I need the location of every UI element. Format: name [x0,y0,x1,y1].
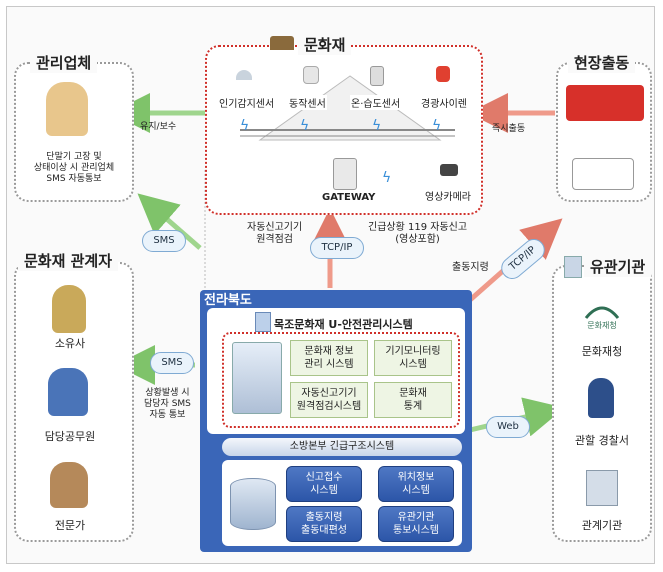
sms-cloud-2: SMS [150,352,194,374]
server-rack-icon [232,342,282,414]
module-3-line-1: 자동신고기기 [301,388,357,399]
fire-module-2: 위치정보 시스템 [378,466,454,502]
person-label-3: 전문가 [54,519,86,532]
expert-figure-icon [50,462,88,508]
module-box-4: 문화재 통계 [374,382,452,418]
fire-truck-icon [566,85,644,121]
database-icon [230,478,276,530]
agency-logo-icon [584,306,620,319]
official-figure-icon [48,368,88,416]
system-title: 목조문화재 U-안전관리시스템 [274,318,413,331]
management-company-title: 관리업체 [30,52,98,73]
person-label-2: 담당공무원 [44,430,96,443]
worker-figure-icon [46,82,88,136]
gateway-device-icon [333,158,357,190]
module-3-line-2: 원격점검시스템 [296,401,362,412]
note-line-1: 단말기 고장 및 [46,152,102,162]
fire-module-2-line-1: 위치정보 [397,472,435,483]
siren-icon [436,66,450,82]
module-2-line-2: 시스템 [399,359,427,370]
auto-report-line-1: 자동신고기기 [247,222,303,233]
tcpip-cloud-1: TCP/IP [310,237,364,259]
fire-module-3: 출동지령 출동대편성 [286,506,362,542]
sensor-label-1: 인기감지센서 [218,95,276,110]
camera-label: 영상카메라 [425,192,471,203]
module-box-3: 자동신고기기 원격점검시스템 [290,382,368,418]
fire-module-3-line-1: 출동지령 [305,512,343,523]
module-box-1: 문화재 정보 관리 시스템 [290,340,368,376]
module-box-2: 기기모니터링 시스템 [374,340,452,376]
emergency-line-2: (영상포함) [395,234,440,245]
stakeholders-title: 문화재 관계자 [18,250,119,271]
fire-module-1: 신고접수 시스템 [286,466,362,502]
sms-note: 상황발생 시 담당자 SMS 자동 통보 [144,388,191,421]
fire-module-2-line-2: 시스템 [402,485,430,496]
signal-icon: ϟ [300,118,310,134]
fire-module-1-line-2: 시스템 [310,485,338,496]
module-1-line-2: 관리 시스템 [304,359,354,370]
monk-figure-icon [52,285,86,333]
agency-logo-text: 문화재청 [587,321,617,330]
sensor-label-2: 동작센서 [288,95,327,110]
module-4-line-1: 문화재 [399,388,427,399]
police-figure-icon [588,378,614,418]
humidity-sensor-icon [370,66,384,86]
immediate-dispatch-label: 즉시출동 [492,124,526,134]
person-label-1: 소유사 [54,337,86,350]
building-icon [564,256,582,278]
office-building-icon [586,470,618,506]
server-icon [255,312,271,332]
agency-label-1: 문화재청 [581,345,623,358]
gateway-label: GATEWAY [322,192,376,203]
fire-module-3-line-2: 출동대편성 [301,525,347,536]
sms-cloud-1: SMS [142,230,186,252]
note-line-3: SMS 자동통보 [46,174,102,184]
heat-sensor-icon [236,70,252,80]
temple-icon [270,36,294,50]
module-1-line-1: 문화재 정보 [304,346,354,357]
signal-icon: ϟ [240,118,250,134]
signal-icon: ϟ [432,118,442,134]
fire-system-title: 소방본부 긴급구조시스템 [222,438,462,456]
auto-report-label: 자동신고기기 원격점검 [247,222,302,246]
emergency-label: 긴급상황 119 자동신고 (영상포함) [368,222,467,246]
management-note: 단말기 고장 및 상태이상 시 관리업체 SMS 자동통보 [14,152,134,185]
sensor-label-3: 온·습도센서 [350,95,402,110]
ambulance-icon [572,158,634,190]
agency-label-2: 관할 경찰서 [574,434,630,447]
fire-module-4-line-1: 유관기관 [397,512,435,523]
sms-note-line-3: 자동 통보 [149,410,186,420]
web-cloud: Web [486,416,530,438]
cultural-property-title: 문화재 [298,34,352,55]
dispatch-order-label: 출동지령 [452,262,489,273]
note-line-2: 상태이상 시 관리업체 [33,163,115,173]
auto-report-line-2: 원격점검 [256,234,293,245]
motion-sensor-icon [303,66,319,84]
field-dispatch-title: 현장출동 [568,52,636,73]
fire-module-1-line-1: 신고접수 [305,472,343,483]
sms-note-line-1: 상황발생 시 [145,388,190,398]
emergency-line-1: 긴급상황 119 자동신고 [368,222,468,233]
fire-module-4: 유관기관 통보시스템 [378,506,454,542]
sms-arrow-1 [137,193,202,250]
signal-icon: ϟ [382,170,392,186]
sensor-label-4: 경광사이렌 [420,95,468,110]
module-2-line-1: 기기모니터링 [385,346,441,357]
sms-note-line-2: 담당자 SMS [144,399,191,409]
maintenance-label: 유지/보수 [140,122,177,132]
signal-icon: ϟ [372,118,382,134]
camera-icon [440,164,458,176]
related-agencies-title: 유관기관 [584,256,652,277]
module-4-line-2: 통계 [403,401,423,412]
region-title: 전라북도 [204,293,252,308]
fire-module-4-line-2: 통보시스템 [393,525,439,536]
agency-label-3: 관계기관 [581,519,623,532]
